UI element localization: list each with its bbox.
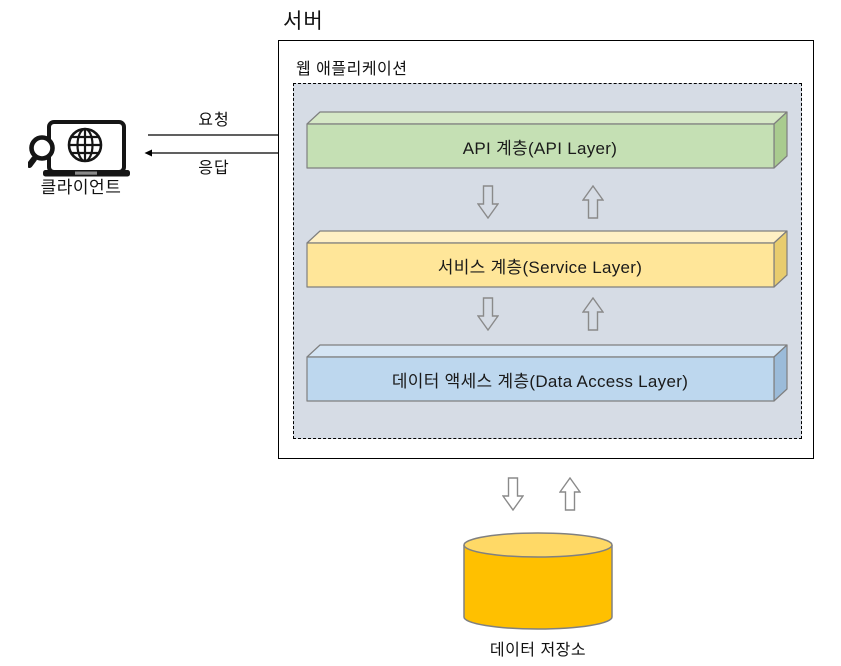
database-cylinder-icon <box>463 532 613 630</box>
request-label: 요청 <box>198 112 230 129</box>
laptop-base <box>43 170 130 177</box>
up-arrow-icon <box>582 185 604 219</box>
up-arrow-icon <box>559 477 581 511</box>
database-top <box>463 532 613 558</box>
datastore-label: 데이터 저장소 <box>489 642 587 659</box>
data-access-layer-front-face <box>306 356 775 402</box>
client-laptop-icon <box>28 120 130 177</box>
webapp-label: 웹 애플리케이션 <box>296 61 408 78</box>
response-label: 응답 <box>198 160 230 177</box>
client-label: 클라이언트 <box>40 178 122 197</box>
api-layer-top-face <box>306 111 788 125</box>
down-arrow-icon <box>477 185 499 219</box>
up-arrow-icon <box>582 297 604 331</box>
data-access-layer-box <box>306 344 788 402</box>
api-layer-box <box>306 111 788 169</box>
down-arrow-icon <box>477 297 499 331</box>
database-body <box>463 545 613 630</box>
service-layer-top-face <box>306 230 788 244</box>
api-layer-front-face <box>306 123 775 169</box>
down-arrow-icon <box>502 477 524 511</box>
service-layer-box <box>306 230 788 288</box>
magnifier-icon <box>28 135 55 168</box>
server-title: 서버 <box>283 10 324 33</box>
data-access-layer-top-face <box>306 344 788 358</box>
service-layer-front-face <box>306 242 775 288</box>
globe-icon <box>67 127 103 163</box>
